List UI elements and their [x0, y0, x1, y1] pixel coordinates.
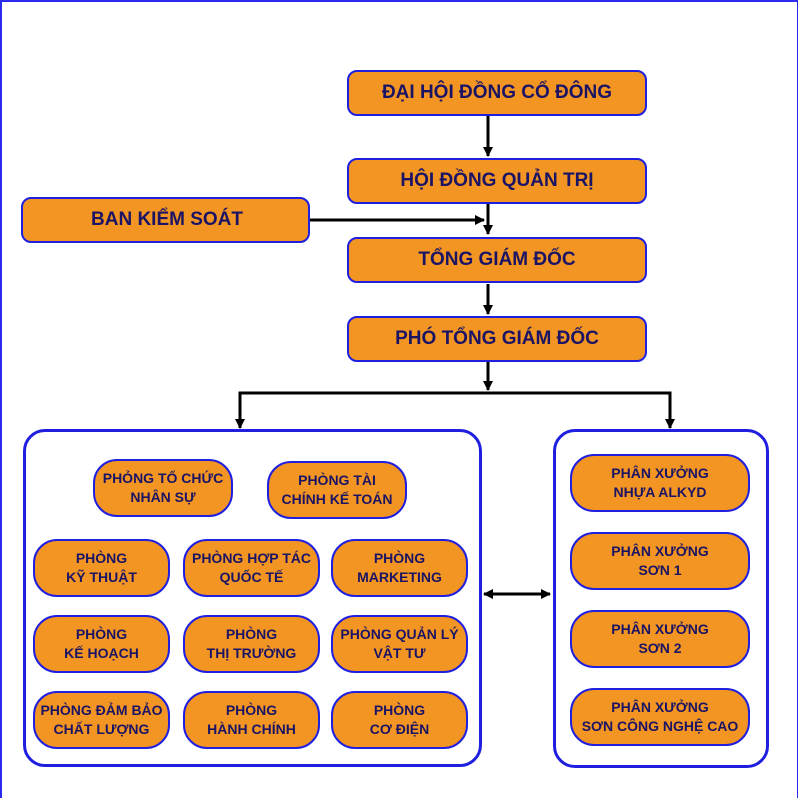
- dept-technical: PHÒNG KỸ THUẬT: [33, 539, 170, 597]
- dept-electrical: PHÒNG CƠ ĐIỆN: [331, 691, 468, 749]
- dept-quality: PHÒNG ĐẢM BẢO CHẤT LƯỢNG: [33, 691, 170, 749]
- dept-planning: PHÒNG KẾ HOẠCH: [33, 615, 170, 673]
- node-supervisory: BAN KIỂM SOÁT: [21, 197, 310, 243]
- node-ceo: TỔNG GIÁM ĐỐC: [347, 237, 647, 283]
- workshop-hightech-paint: PHÂN XƯỞNG SƠN CÔNG NGHỆ CAO: [570, 688, 750, 746]
- dept-finance: PHÒNG TÀI CHÍNH KẾ TOÁN: [267, 461, 407, 519]
- dept-international: PHÒNG HỢP TÁC QUỐC TẾ: [183, 539, 320, 597]
- departments-group: [23, 429, 482, 767]
- dept-market: PHÒNG THỊ TRƯỜNG: [183, 615, 320, 673]
- dept-marketing: PHÒNG MARKETING: [331, 539, 468, 597]
- branch-connector: [238, 391, 672, 427]
- workshop-alkyd: PHÂN XƯỞNG NHỰA ALKYD: [570, 454, 750, 512]
- dept-admin: PHÒNG HÀNH CHÍNH: [183, 691, 320, 749]
- dept-materials: PHÒNG QUẢN LÝ VẬT TƯ: [331, 615, 468, 673]
- dept-hr: PHỎNG TỔ CHỨC NHÂN SỰ: [93, 459, 233, 517]
- workshops-group: [553, 429, 769, 768]
- workshop-paint-2: PHÂN XƯỞNG SƠN 2: [570, 610, 750, 668]
- workshop-paint-1: PHÂN XƯỞNG SƠN 1: [570, 532, 750, 590]
- node-deputy-ceo: PHÓ TỔNG GIÁM ĐỐC: [347, 316, 647, 362]
- node-board: HỘI ĐỒNG QUẢN TRỊ: [347, 158, 647, 204]
- node-shareholders: ĐẠI HỘI ĐỒNG CỔ ĐÔNG: [347, 70, 647, 116]
